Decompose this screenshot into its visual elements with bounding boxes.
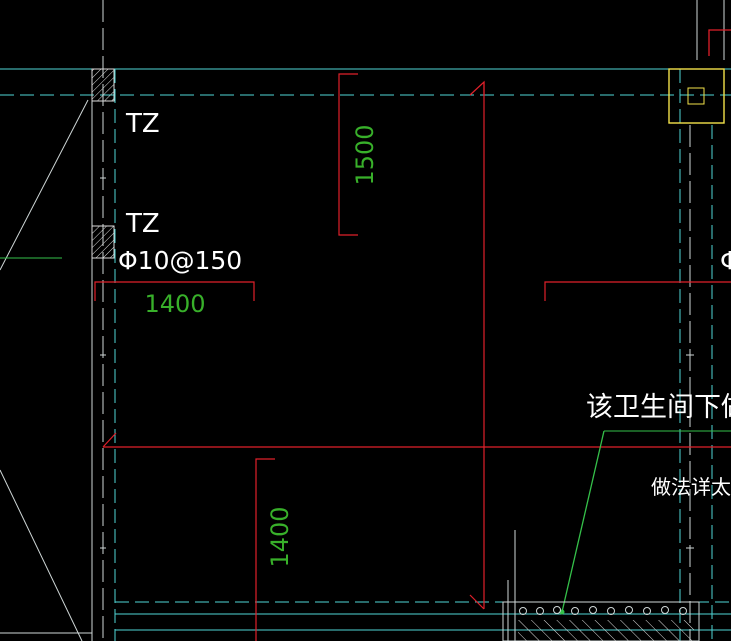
footing-hatch xyxy=(518,620,694,641)
column-hatch-lower xyxy=(91,225,115,259)
dim-bottom-vertical: 1400 xyxy=(266,506,294,567)
column-hatch-upper xyxy=(91,68,115,102)
bracket-top-vertical xyxy=(338,73,358,236)
label-column-upper: TZ xyxy=(125,109,160,139)
label-column-lower: TZ xyxy=(125,209,160,239)
dim-top-vertical: 1500 xyxy=(351,124,379,185)
right-wall-tick-marks xyxy=(686,354,694,549)
column-yellow-core xyxy=(687,87,705,105)
red-bracket-top-right xyxy=(708,29,731,56)
diag-left-lower xyxy=(0,469,83,641)
arrow-left xyxy=(102,432,117,448)
bracket-bottom-vertical xyxy=(255,458,275,641)
arrow-bottom xyxy=(469,594,485,610)
dim-left-horizontal: 1400 xyxy=(144,290,205,318)
label-rebar: Φ10@150 xyxy=(118,246,242,275)
footing-gravel xyxy=(519,606,687,615)
bracket-left-horizontal xyxy=(94,281,255,301)
bracket-right-horizontal xyxy=(544,281,731,301)
footing-block xyxy=(502,601,700,641)
arrow-top xyxy=(469,80,485,96)
red-dimension-lines xyxy=(94,73,731,641)
column-yellow xyxy=(668,68,725,124)
footing-outline xyxy=(502,601,700,641)
label-rebar-right-cut: Φ xyxy=(720,246,731,275)
diag-left-upper xyxy=(0,99,89,271)
wall-tick-marks xyxy=(100,177,106,549)
leader-line xyxy=(561,430,605,613)
note-sub: 做法详太样 xyxy=(651,475,731,499)
